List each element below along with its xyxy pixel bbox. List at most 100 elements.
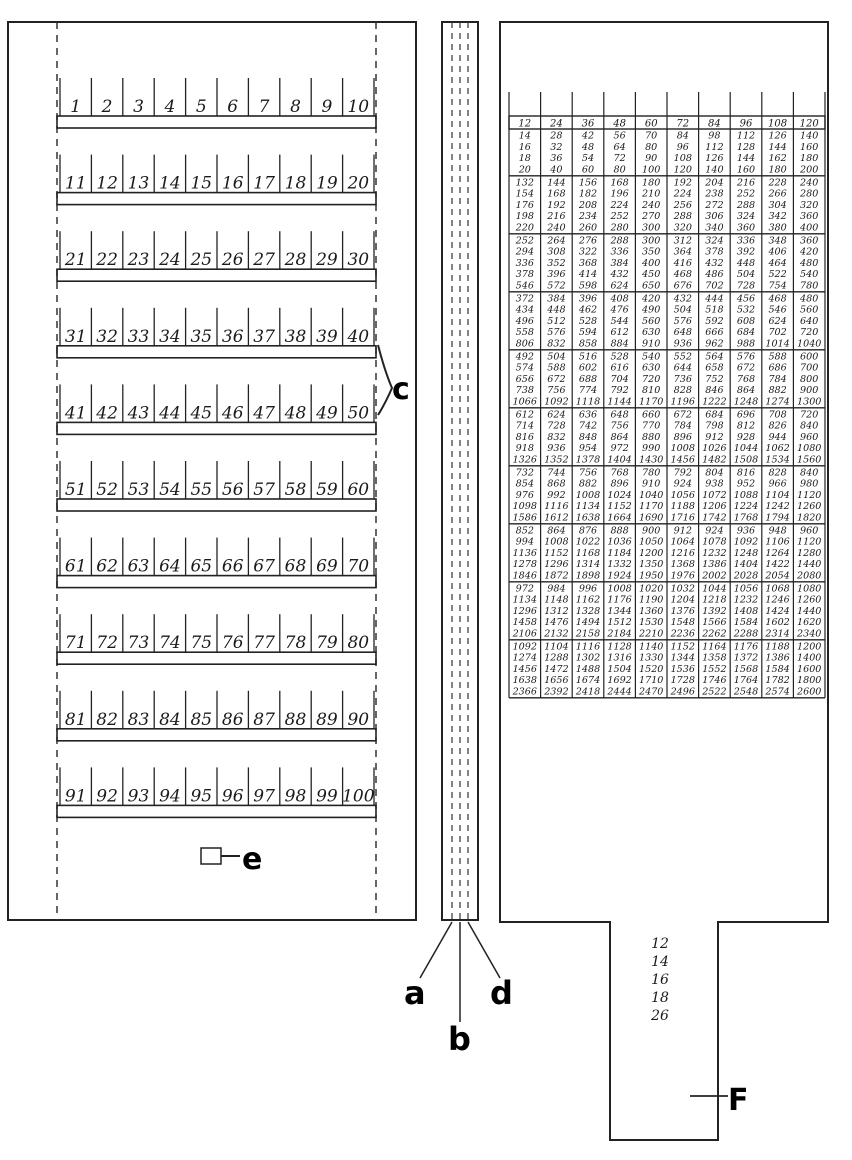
slip-number: 54 xyxy=(159,480,181,500)
table-cell: 888 xyxy=(610,526,628,537)
table-cell: 220 xyxy=(515,222,534,233)
table-cell: 1898 xyxy=(576,570,600,581)
table-cell: 952 xyxy=(737,479,755,490)
table-cell: 496 xyxy=(515,316,534,327)
table-cell: 32 xyxy=(550,142,562,153)
table-cell: 1068 xyxy=(765,584,789,595)
table-cell: 48 xyxy=(581,142,594,153)
table-cell: 448 xyxy=(546,305,565,316)
table-header-cell: 84 xyxy=(708,119,721,130)
table-cell: 476 xyxy=(609,305,628,316)
table-cell: 1620 xyxy=(797,617,821,628)
table-cell: 492 xyxy=(515,352,534,363)
table-cell: 1024 xyxy=(607,490,631,501)
slip-number: 22 xyxy=(95,250,118,270)
table-cell: 1022 xyxy=(576,537,600,548)
table-cell: 1152 xyxy=(671,642,695,653)
table-cell: 400 xyxy=(641,258,660,269)
table-cell: 1296 xyxy=(544,559,568,570)
table-cell: 744 xyxy=(547,468,565,479)
table-cell: 196 xyxy=(610,189,628,200)
table-cell: 780 xyxy=(800,280,818,291)
table-cell: 588 xyxy=(547,363,565,374)
table-cell: 980 xyxy=(800,479,818,490)
row-band xyxy=(56,191,377,206)
slip-number: 89 xyxy=(316,710,338,730)
table-header-cell: 120 xyxy=(800,119,820,130)
table-cell: 306 xyxy=(705,211,723,222)
table-cell: 1176 xyxy=(734,642,758,653)
table-cell: 180 xyxy=(800,153,818,164)
table-cell: 864 xyxy=(610,432,628,443)
table-header-cell: 24 xyxy=(549,119,563,130)
table-cell: 1330 xyxy=(639,653,663,664)
table-cell: 990 xyxy=(642,443,660,454)
table-cell: 1584 xyxy=(765,664,789,675)
table-cell: 882 xyxy=(579,479,597,490)
table-cell: 1206 xyxy=(702,501,726,512)
table-cell: 1200 xyxy=(797,642,821,653)
table-cell: 432 xyxy=(673,294,692,305)
table-cell: 810 xyxy=(642,385,660,396)
table-cell: 1188 xyxy=(671,501,695,512)
table-cell: 54 xyxy=(582,153,594,164)
table-cell: 1232 xyxy=(702,548,726,559)
table-cell: 702 xyxy=(768,327,786,338)
table-cell: 1512 xyxy=(607,617,631,628)
table-cell: 650 xyxy=(642,280,660,291)
table-cell: 14 xyxy=(519,131,531,142)
table-cell: 1246 xyxy=(765,595,789,606)
table-cell: 1872 xyxy=(544,570,568,581)
slip-number: 90 xyxy=(347,710,369,730)
tab-label: 12 xyxy=(651,936,669,952)
table-cell: 216 xyxy=(736,178,755,189)
slip-number: 76 xyxy=(222,633,244,653)
table-cell: 1488 xyxy=(576,664,600,675)
table-cell: 1120 xyxy=(797,490,821,501)
table-cell: 676 xyxy=(674,280,692,291)
slip-number: 56 xyxy=(222,480,244,500)
table-cell: 1066 xyxy=(513,396,537,407)
table-cell: 350 xyxy=(642,247,660,258)
table-cell: 16 xyxy=(519,142,531,153)
table-cell: 272 xyxy=(704,200,723,211)
table-cell: 132 xyxy=(516,178,534,189)
table-cell: 1280 xyxy=(797,548,821,559)
table-cell: 1560 xyxy=(797,454,821,465)
table-cell: 826 xyxy=(768,421,786,432)
table-cell: 468 xyxy=(673,269,692,280)
table-cell: 1056 xyxy=(734,584,758,595)
table-cell: 798 xyxy=(705,421,723,432)
slip-number: 38 xyxy=(285,327,307,347)
table-cell: 1116 xyxy=(544,501,568,512)
slip-number: 74 xyxy=(159,633,181,653)
table-cell: 1316 xyxy=(607,653,631,664)
table-cell: 324 xyxy=(705,236,723,247)
table-cell: 558 xyxy=(516,327,534,338)
table-cell: 2158 xyxy=(575,628,600,639)
table-cell: 984 xyxy=(547,584,565,595)
table-cell: 180 xyxy=(768,164,786,175)
slip-number: 15 xyxy=(190,174,212,194)
table-cell: 322 xyxy=(579,247,597,258)
table-cell: 1476 xyxy=(544,617,568,628)
table-cell: 192 xyxy=(674,178,692,189)
table-cell: 288 xyxy=(609,236,628,247)
table-cell: 720 xyxy=(800,410,818,421)
table-cell: 972 xyxy=(610,443,628,454)
table-cell: 1800 xyxy=(797,675,821,686)
table-cell: 1350 xyxy=(639,559,663,570)
table-cell: 700 xyxy=(800,363,818,374)
slip-number: 63 xyxy=(128,557,150,577)
table-cell: 928 xyxy=(737,432,755,443)
table-cell: 1458 xyxy=(513,617,537,628)
slip-number: 59 xyxy=(316,480,338,500)
table-cell: 1120 xyxy=(797,537,821,548)
table-cell: 2106 xyxy=(512,628,537,639)
slip-number: 9 xyxy=(321,97,332,117)
table-header-cell: 48 xyxy=(612,119,626,130)
table-cell: 264 xyxy=(546,236,565,247)
table-cell: 900 xyxy=(642,526,660,537)
table-cell: 738 xyxy=(516,385,534,396)
